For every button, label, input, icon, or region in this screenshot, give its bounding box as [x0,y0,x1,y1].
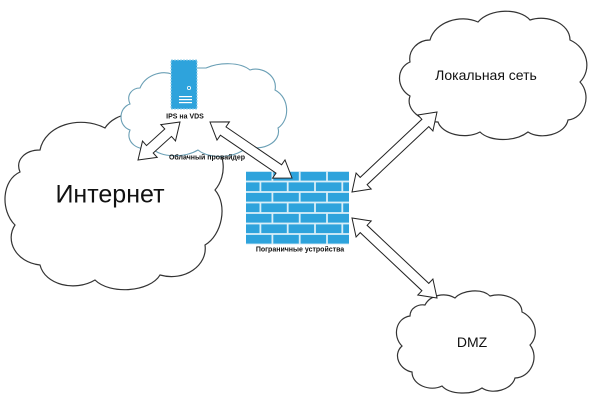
lan-cloud [398,10,588,141]
brick [315,203,342,213]
brick [343,182,349,192]
brick [246,213,272,223]
firewall-icon [246,171,349,245]
brick [343,203,349,213]
firewall-label: Пограничные устройства [255,246,345,254]
brick [261,203,287,213]
dmz-cloud [395,290,536,394]
brick [300,171,327,181]
brick [273,234,299,244]
brick [288,224,315,234]
brick [315,182,342,192]
brick [261,182,287,192]
brick [288,182,315,192]
lan-label: Локальная сеть [435,67,537,83]
brick [327,192,349,202]
internet-label: Интернет [55,180,165,209]
brick [246,224,260,234]
server-icon [170,59,198,110]
brick [327,213,349,223]
brick [288,203,315,213]
brick [246,182,260,192]
brick [343,224,349,234]
arrow-internet-cloud [137,121,181,161]
brick [246,192,272,202]
brick [300,192,327,202]
brick [261,224,287,234]
brick [273,192,299,202]
brick [327,234,349,244]
connection-arrows [137,111,438,299]
brick [327,171,349,181]
brick [300,213,327,223]
brick [246,234,272,244]
cloud-provider-cloud [120,63,288,157]
dmz-label: DMZ [456,334,488,350]
brick [246,203,260,213]
brick [315,224,342,234]
brick [300,234,327,244]
arrow-firewall-lan [351,111,438,193]
cloud-provider-label: Облачный провайдер [168,154,246,162]
brick [273,213,299,223]
ips-label: IPS на VDS [166,113,204,121]
brick [246,171,272,181]
arrow-firewall-dmz [351,217,438,299]
arrow-ips-firewall [209,121,293,179]
